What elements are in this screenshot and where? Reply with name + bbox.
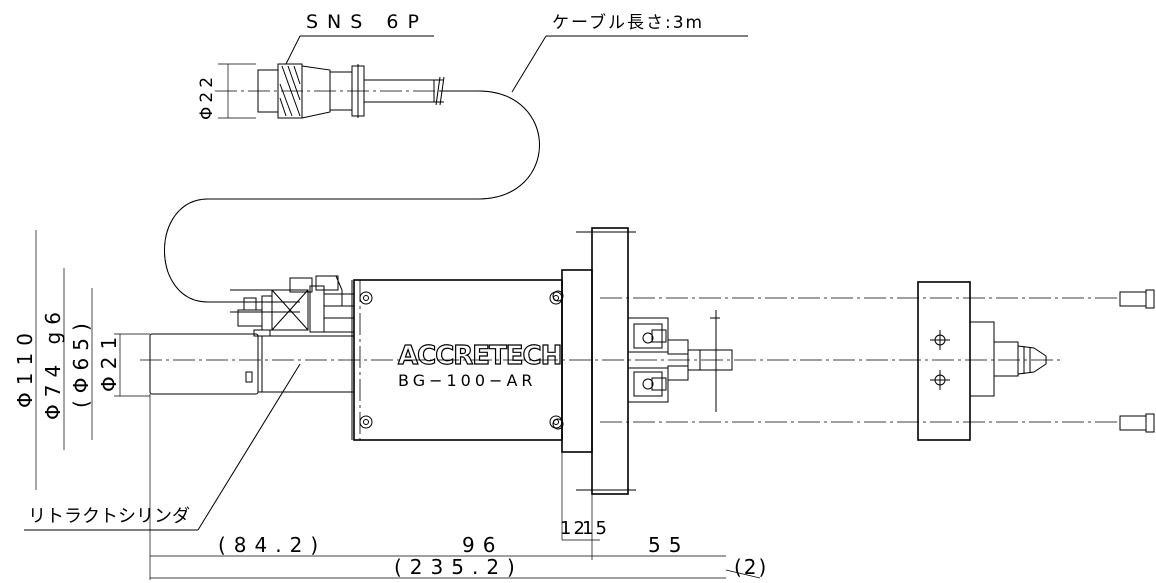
retract-label-group: リトラクトシリンダ [24,363,301,531]
dim-84-2: (84.2) [218,533,326,557]
dia-21-label: Φ21 [97,330,121,392]
connector-diameter-label: Φ22 [197,73,217,120]
connector-label-group: SNS 6P [285,11,434,65]
probe-assembly [627,310,733,412]
dim-12: 12 [560,518,587,539]
dia-65-label: (Φ65) [69,316,93,408]
screw-top [1119,289,1155,309]
bottom-dimensions: (84.2) 96 12 15 55 (235.2) (2) [149,394,768,580]
dim-235-2: (235.2) [394,555,523,579]
retract-cylinder [149,329,355,395]
connector-sns6p [215,63,480,119]
dim-2: (2) [734,555,768,579]
dia-110-label: Φ110 [13,326,37,408]
flange [552,227,636,495]
cable-length-label: ケーブル長さ:3m [552,12,704,33]
air-fittings [230,275,355,333]
dim-96: 96 [462,533,503,557]
model-label: BG−100−AR [398,371,537,390]
right-part [917,281,1047,441]
cable-length-label-group: ケーブル長さ:3m [511,12,748,93]
screw-bottom [1119,413,1155,433]
brand-logo: ACCRETECH [398,341,561,371]
cable [164,90,540,303]
center-lines [140,297,1120,423]
dim-15: 15 [582,518,609,539]
diameter-dimensions: Φ110 Φ74 g6 (Φ65) Φ21 [13,230,150,490]
retract-cylinder-label: リトラクトシリンダ [28,506,190,527]
dia-74-g6-label: Φ74 g6 [41,305,65,420]
dim-55: 55 [648,533,689,557]
connector-label: SNS 6P [306,11,428,33]
connector-diameter-dim: Φ22 [197,63,256,120]
